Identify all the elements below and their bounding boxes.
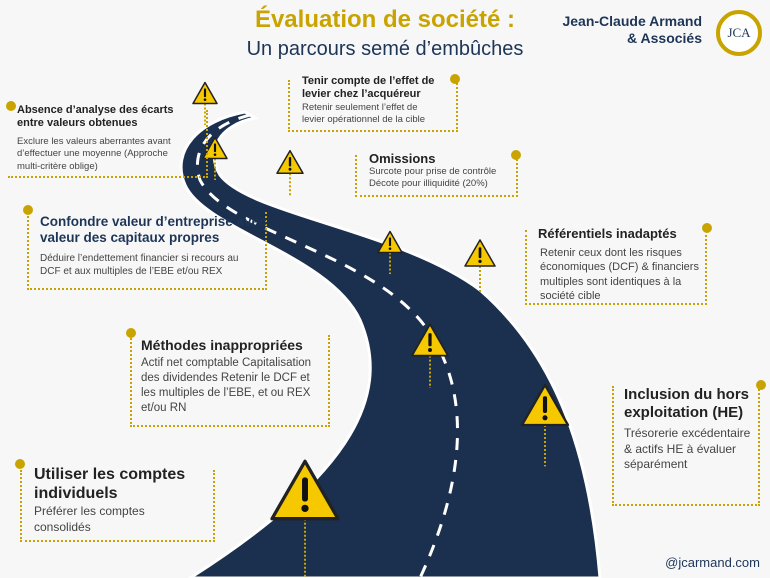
marker-dot	[126, 328, 136, 338]
pitfall-desc: Retenir seulement l’effet de levier opér…	[302, 102, 426, 126]
warning-sign-icon	[520, 383, 570, 467]
pitfall-box-capitaux	[27, 212, 267, 290]
page-title: Évaluation de société :	[254, 6, 516, 33]
pitfall-title: Référentiels inadaptés	[538, 226, 677, 241]
brand-line2: & Associés	[627, 30, 702, 46]
pitfall-title: Utiliser les comptes individuels	[34, 466, 186, 503]
marker-dot	[702, 223, 712, 233]
road-center-line	[195, 113, 459, 578]
pitfall-title: Absence d’analyse des écarts entre valeu…	[17, 104, 174, 130]
marker-dot	[511, 150, 521, 160]
pitfall-desc: Déduire l’endettement financier si recou…	[40, 253, 239, 277]
pitfall-box-ecarts	[8, 110, 208, 178]
marker-dot	[450, 74, 460, 84]
warning-sign-icon	[192, 81, 218, 126]
pitfall-box-levier	[288, 80, 458, 132]
pitfall-box-referentiels	[525, 230, 707, 305]
road	[179, 110, 602, 578]
company-logo: JCA	[716, 10, 762, 56]
pitfall-title: Méthodes inappropriées	[141, 337, 303, 353]
marker-dot	[756, 380, 766, 390]
pitfall-title: Omissions	[369, 151, 436, 166]
warning-sign-icon	[202, 136, 228, 181]
marker-dot	[6, 101, 16, 111]
brand-name: Jean-Claude Armand& Associés	[562, 13, 702, 47]
pitfall-title: Confondre valeur d’entreprise avec valeu…	[40, 214, 267, 246]
pitfall-title: Inclusion du hors exploitation (HE)	[624, 386, 750, 421]
pitfall-desc: Actif net comptable Capitalisation des d…	[141, 357, 312, 414]
page-subtitle: Un parcours semé d’embûches	[246, 38, 524, 60]
pitfall-box-methodes	[130, 335, 330, 427]
pitfall-desc: Retenir ceux dont les risques économique…	[540, 247, 699, 302]
pitfall-desc: Surcote pour prise de contrôle Décote po…	[369, 166, 497, 190]
warning-sign-icon	[270, 459, 340, 578]
social-handle: @jcarmand.com	[665, 555, 760, 570]
marker-dot	[15, 459, 25, 469]
pitfall-box-comptes	[20, 470, 215, 542]
marker-dot	[23, 205, 33, 215]
pitfall-box-omissions	[355, 155, 518, 197]
pitfall-desc: Préférer les comptes consolidés	[34, 504, 145, 534]
pitfall-box-hors-exploitation	[612, 386, 760, 506]
pitfall-desc: Trésorerie excédentaire & actifs HE à év…	[624, 426, 751, 472]
warning-sign-icon	[377, 230, 403, 275]
pitfall-desc: Exclure les valeurs aberrantes avant d’e…	[17, 136, 171, 172]
warning-sign-icon	[411, 323, 449, 389]
warning-sign-icon	[464, 239, 496, 294]
warning-sign-icon	[276, 149, 304, 197]
brand-line1: Jean-Claude Armand	[562, 13, 702, 29]
pitfall-title: Tenir compte de l’effet de levier chez l…	[302, 75, 435, 101]
